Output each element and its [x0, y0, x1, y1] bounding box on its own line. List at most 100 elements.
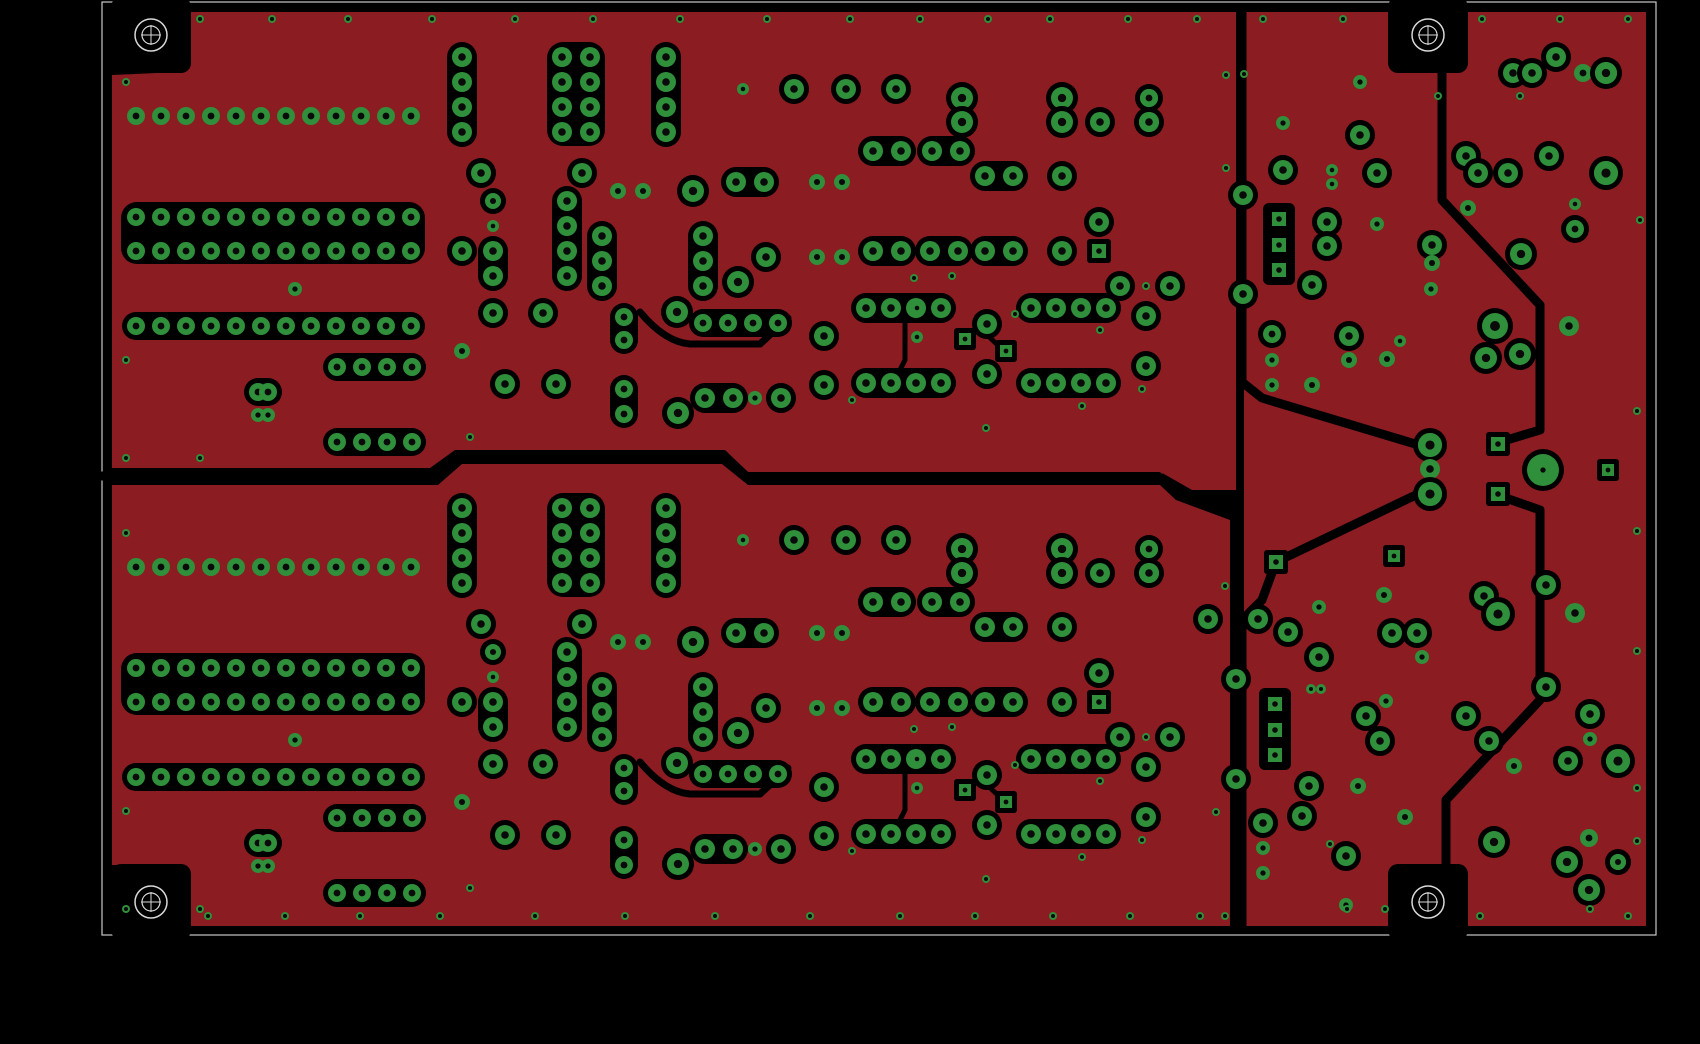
pad-drill	[458, 504, 466, 512]
pad-drill	[1003, 348, 1009, 354]
pad-drill	[501, 380, 509, 388]
pad-drill	[307, 213, 315, 221]
pad-drill	[383, 363, 391, 371]
pad-drill	[1362, 712, 1370, 720]
pad-drill	[1261, 17, 1265, 21]
pad-drill	[752, 395, 758, 401]
pad-drill	[1204, 615, 1212, 623]
pad-drill	[1436, 94, 1440, 98]
pad-drill	[1027, 755, 1035, 763]
pad-drill	[132, 247, 140, 255]
pad-drill	[408, 363, 416, 371]
pad-drill	[383, 814, 391, 822]
pad-drill	[586, 504, 594, 512]
pad-drill	[983, 320, 991, 328]
pad-drill	[1380, 591, 1388, 599]
pad-drill	[157, 247, 165, 255]
pad-drill	[662, 103, 670, 111]
pad-drill	[777, 394, 785, 402]
pad-drill	[1198, 914, 1202, 918]
header-clearance	[689, 309, 792, 337]
pad-drill	[1579, 69, 1587, 77]
pad-drill	[1142, 763, 1150, 771]
pad-drill	[869, 147, 877, 155]
pad-drill	[1098, 328, 1102, 332]
pad-drill	[357, 112, 365, 120]
pad-drill	[292, 737, 298, 743]
pad-drill	[586, 53, 594, 61]
pad-drill	[1383, 907, 1387, 911]
pad-drill	[358, 814, 366, 822]
pad-drill	[1272, 752, 1278, 758]
pad-drill	[232, 664, 240, 672]
pad-drill	[1142, 362, 1150, 370]
pad-drill	[1425, 440, 1435, 450]
pad-drill	[1009, 698, 1017, 706]
pad-drill	[1080, 404, 1084, 408]
pad-drill	[912, 727, 916, 731]
pad-drill	[897, 247, 905, 255]
pad-drill	[407, 247, 415, 255]
pad-drill	[1518, 94, 1522, 98]
pad-drill	[1428, 241, 1436, 249]
pad-drill	[1495, 441, 1501, 447]
header-clearance	[122, 312, 425, 340]
pad-drill	[1051, 914, 1055, 918]
pad-drill	[729, 394, 737, 402]
pad-drill	[1166, 733, 1174, 741]
pad-drill	[699, 232, 707, 240]
pad-drill	[489, 698, 497, 706]
pad-drill	[1142, 312, 1150, 320]
crosshair-circle-icon	[1388, 864, 1468, 940]
pad-drill	[620, 336, 628, 344]
pad-drill	[957, 117, 967, 127]
pad-drill	[358, 438, 366, 446]
pad-drill	[957, 93, 967, 103]
pad-drill	[937, 379, 945, 387]
pad-drill	[1239, 290, 1247, 298]
pad-drill	[984, 877, 988, 881]
pad-drill	[307, 112, 315, 120]
pad-drill	[578, 620, 586, 628]
pad-drill	[898, 914, 902, 918]
pad-drill	[762, 253, 770, 261]
pad-drill	[382, 112, 390, 120]
header-clearance	[651, 42, 681, 147]
pad-drill	[1052, 755, 1060, 763]
pad-drill	[586, 554, 594, 562]
pad-drill	[124, 80, 128, 84]
pad-drill	[699, 683, 707, 691]
pad-drill	[1572, 201, 1578, 207]
pad-drill	[1273, 559, 1279, 565]
pad-drill	[182, 247, 190, 255]
pad-drill	[207, 664, 215, 672]
pad-drill	[477, 620, 485, 628]
pad-drill	[1145, 545, 1153, 553]
pad-drill	[407, 563, 415, 571]
pad-drill	[749, 319, 757, 327]
pad-drill	[1357, 79, 1363, 85]
pad-drill	[1601, 168, 1611, 178]
pad-drill	[1509, 69, 1517, 77]
pad-drill	[1077, 304, 1085, 312]
header-clearance	[447, 42, 477, 147]
pad-drill	[207, 698, 215, 706]
pad-drill	[760, 629, 768, 637]
pad-drill	[813, 253, 821, 261]
pad-drill	[820, 332, 828, 340]
component-pads	[121, 15, 1644, 920]
pad-drill	[357, 247, 365, 255]
header-clearance	[122, 763, 425, 791]
pad-drill	[458, 128, 466, 136]
pad-drill	[407, 698, 415, 706]
pad-drill	[1328, 842, 1332, 846]
header-clearance	[851, 819, 956, 849]
header-clearance	[1016, 293, 1121, 323]
pad-drill	[1354, 782, 1362, 790]
pad-drill	[639, 187, 647, 195]
pad-drill	[699, 319, 707, 327]
pad-drill	[1316, 604, 1322, 610]
pad-drill	[1102, 379, 1110, 387]
crosshair-circle-icon	[111, 0, 191, 73]
pad-drill	[1341, 17, 1345, 21]
